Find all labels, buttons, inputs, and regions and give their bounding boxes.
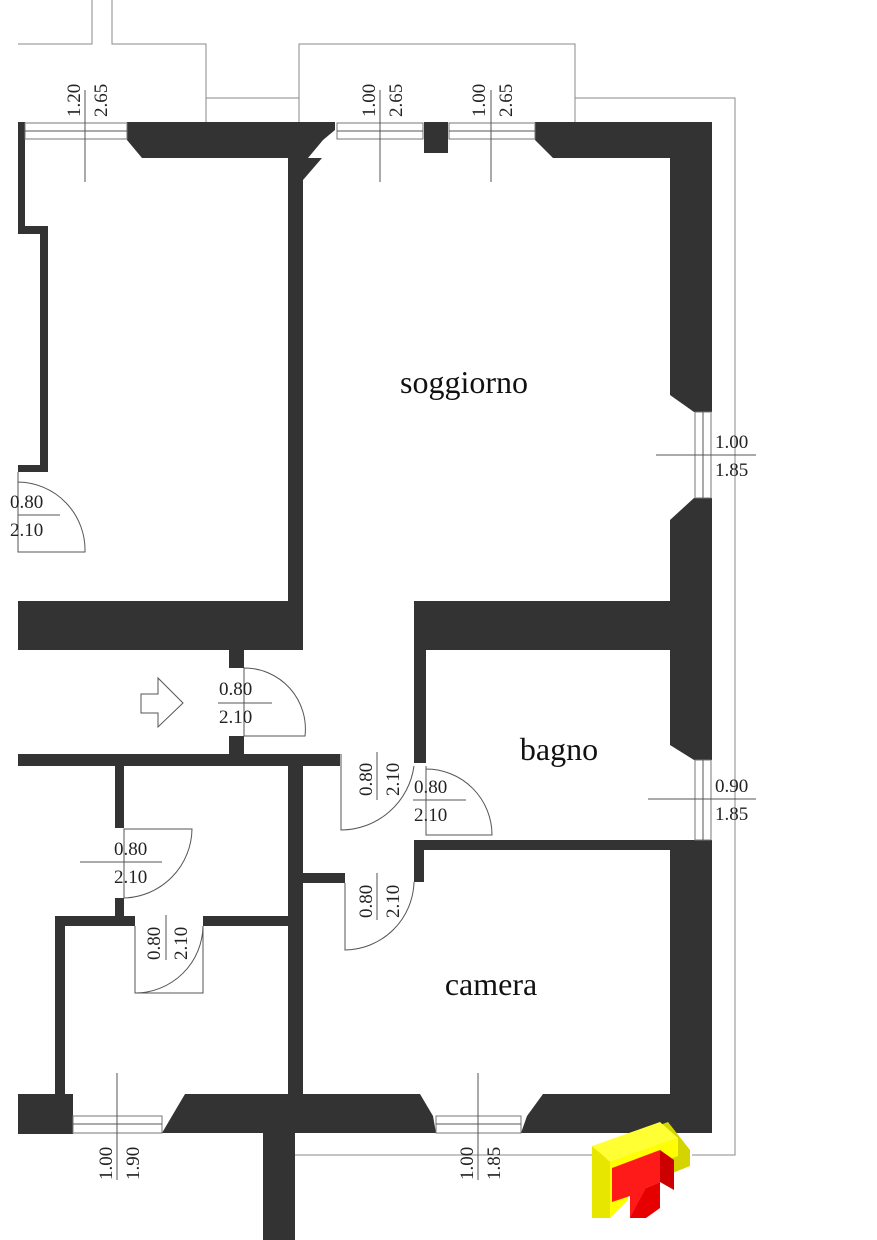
svg-text:0.80: 0.80 <box>414 777 447 798</box>
svg-text:0.80: 0.80 <box>356 763 377 796</box>
svg-text:1.00: 1.00 <box>359 84 380 117</box>
door-label-2: 0.80 2.10 <box>219 679 252 728</box>
svg-text:0.90: 0.90 <box>715 776 748 797</box>
svg-text:2.10: 2.10 <box>219 707 252 728</box>
room-label-bagno: bagno <box>520 731 598 767</box>
svg-text:2.65: 2.65 <box>496 84 517 117</box>
svg-text:2.65: 2.65 <box>386 84 407 117</box>
svg-text:2.10: 2.10 <box>171 927 192 960</box>
svg-text:2.10: 2.10 <box>114 867 147 888</box>
window-label-4: 1.00 1.85 <box>715 432 748 481</box>
window-label-2: 1.00 2.65 <box>359 84 407 117</box>
window-label-5: 0.90 1.85 <box>715 776 748 825</box>
svg-text:1.20: 1.20 <box>64 84 85 117</box>
door-label-6: 0.80 2.10 <box>356 885 404 918</box>
svg-text:1.85: 1.85 <box>715 804 748 825</box>
svg-text:0.80: 0.80 <box>219 679 252 700</box>
door-swings <box>17 472 493 994</box>
svg-text:2.65: 2.65 <box>91 84 112 117</box>
room-label-camera: camera <box>445 966 537 1002</box>
door-label-3: 0.80 2.10 <box>356 763 404 796</box>
svg-text:2.10: 2.10 <box>10 520 43 541</box>
svg-text:0.80: 0.80 <box>114 839 147 860</box>
svg-text:1.85: 1.85 <box>715 460 748 481</box>
svg-text:1.00: 1.00 <box>715 432 748 453</box>
svg-text:0.80: 0.80 <box>356 885 377 918</box>
svg-text:2.10: 2.10 <box>383 763 404 796</box>
door-label-5: 0.80 2.10 <box>114 839 147 888</box>
window-label-6: 1.00 1.90 <box>96 1147 144 1180</box>
svg-text:1.00: 1.00 <box>96 1147 117 1180</box>
door-label-7: 0.80 2.10 <box>144 927 192 960</box>
svg-text:1.90: 1.90 <box>123 1147 144 1180</box>
svg-text:0.80: 0.80 <box>144 927 165 960</box>
company-logo <box>592 1122 690 1218</box>
window-label-1: 1.20 2.65 <box>64 84 112 117</box>
walls <box>18 122 712 1240</box>
svg-text:1.00: 1.00 <box>457 1147 478 1180</box>
room-label-soggiorno: soggiorno <box>400 364 528 400</box>
door-label-1: 0.80 2.10 <box>10 492 43 541</box>
window-label-3: 1.00 2.65 <box>469 84 517 117</box>
svg-text:1.00: 1.00 <box>469 84 490 117</box>
svg-text:2.10: 2.10 <box>383 885 404 918</box>
svg-text:0.80: 0.80 <box>10 492 43 513</box>
door-label-4: 0.80 2.10 <box>414 777 447 826</box>
entrance-arrow-icon <box>140 676 184 729</box>
window-label-7: 1.00 1.85 <box>457 1147 505 1180</box>
svg-text:1.85: 1.85 <box>484 1147 505 1180</box>
exterior-outline <box>18 0 736 1156</box>
dimension-lines <box>18 90 756 1180</box>
svg-text:2.10: 2.10 <box>414 805 447 826</box>
